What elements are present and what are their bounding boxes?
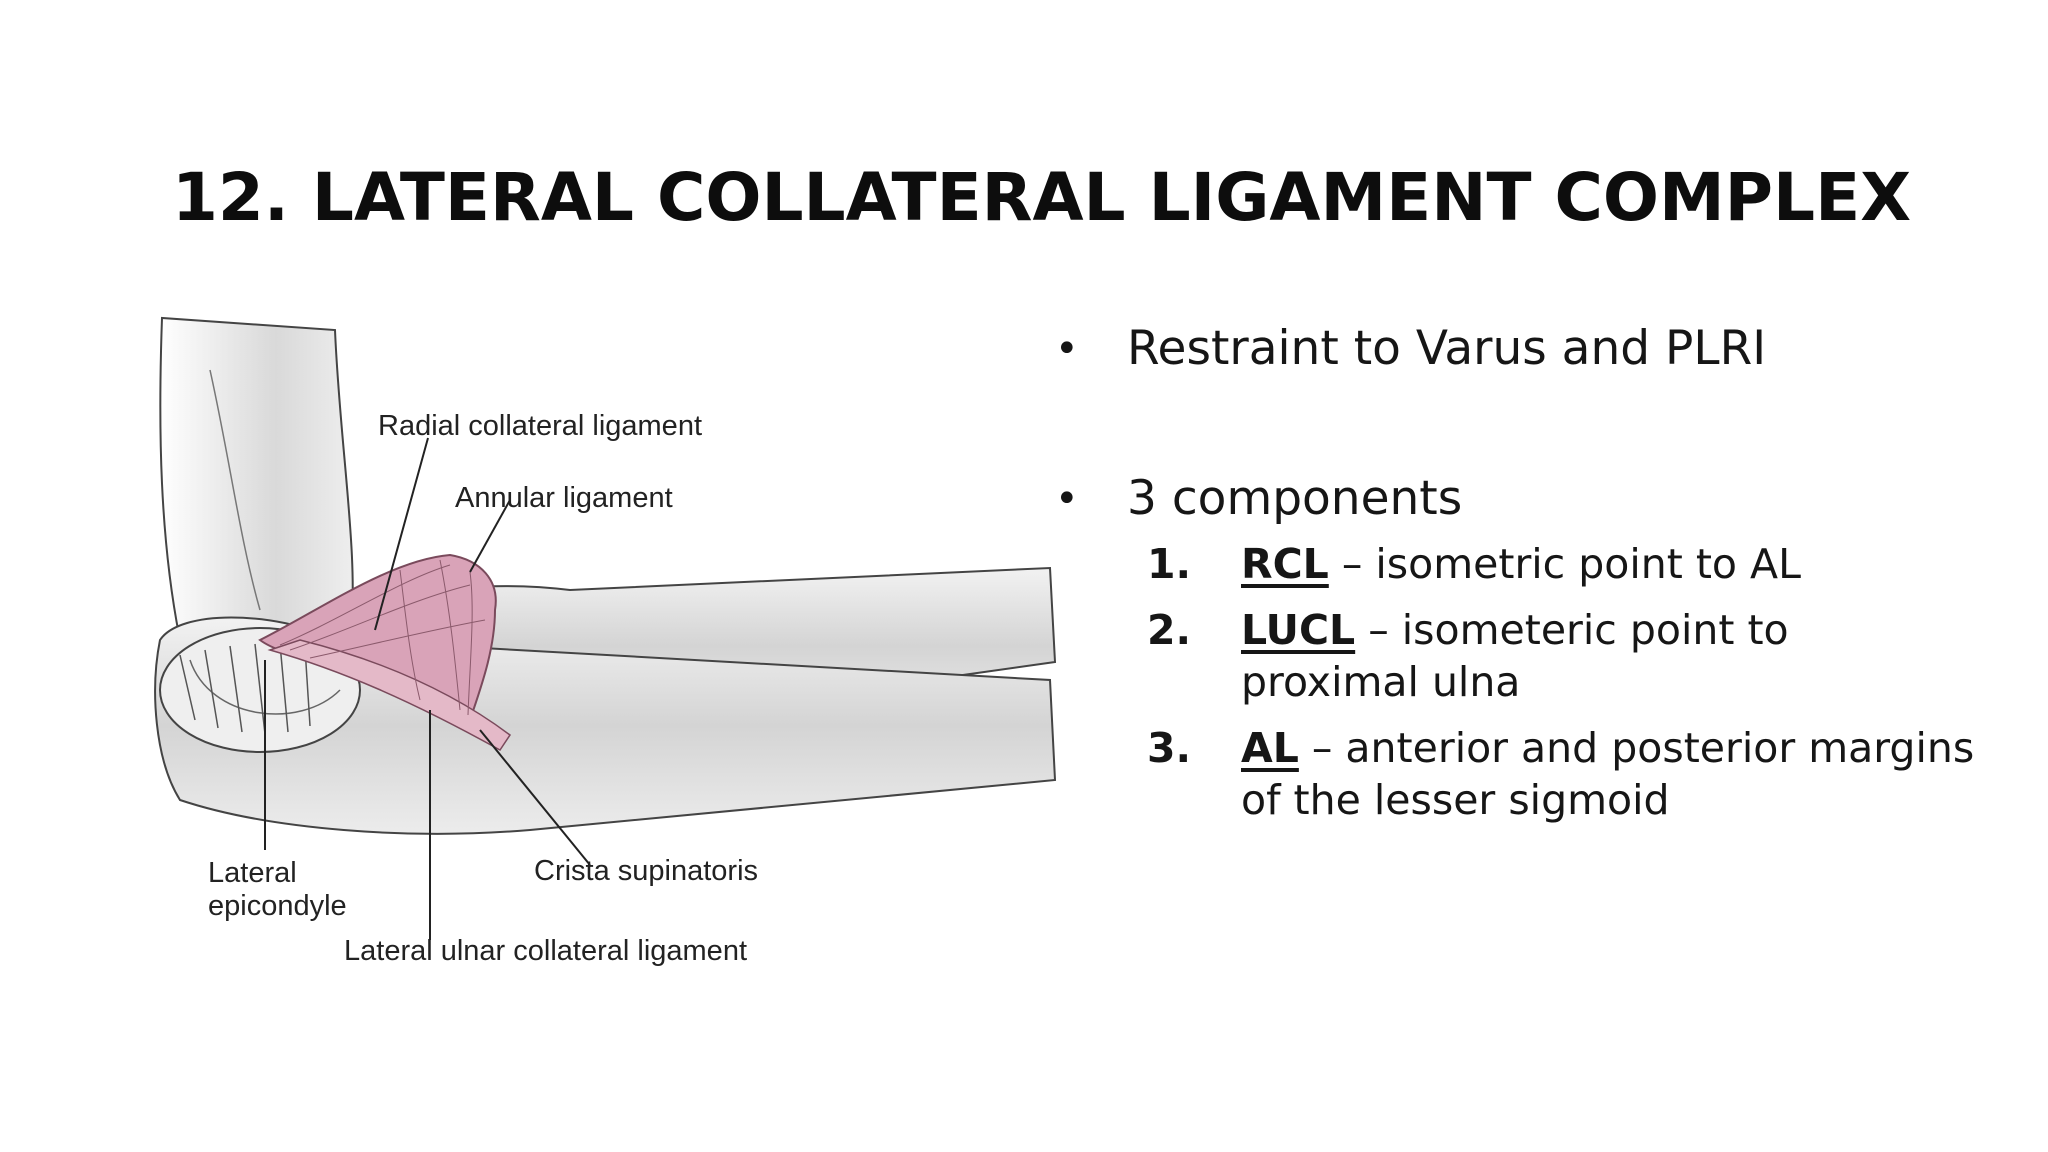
item-term: RCL xyxy=(1241,540,1329,588)
bullet-marker: • xyxy=(1055,326,1079,372)
label-lateral-ulnar-collateral-ligament: Lateral ulnar collateral ligament xyxy=(344,935,747,967)
components-list: 1. RCL – isometric point to AL 2. LUCL –… xyxy=(1147,538,1975,826)
item-number: 3. xyxy=(1147,724,1192,772)
item-term: LUCL xyxy=(1241,606,1356,654)
bullet-item: • Restraint to Varus and PLRI xyxy=(1055,318,1975,380)
component-item-lucl: 2. LUCL – isometeric point to proximal u… xyxy=(1147,604,1975,708)
label-radial-collateral-ligament: Radial collateral ligament xyxy=(378,410,702,442)
slide-title: 12. LATERAL COLLATERAL LIGAMENT COMPLEX xyxy=(172,159,1912,236)
item-description: – isometeric point to proximal ulna xyxy=(1241,606,1789,706)
label-lateral-epicondyle-line1: Lateral xyxy=(208,857,297,889)
item-description: – isometric point to AL xyxy=(1328,540,1801,588)
label-annular-ligament: Annular ligament xyxy=(455,482,673,514)
elbow-anatomy-figure: Radial collateral ligament Annular ligam… xyxy=(150,310,1070,1010)
bullet-marker: • xyxy=(1055,476,1079,522)
label-lateral-epicondyle-line2: epicondyle xyxy=(208,890,347,922)
item-number: 1. xyxy=(1147,540,1192,588)
item-number: 2. xyxy=(1147,606,1192,654)
humerus-shape xyxy=(159,316,354,641)
bullet-text: 3 components xyxy=(1127,471,1463,526)
elbow-illustration: Radial collateral ligament Annular ligam… xyxy=(154,316,1057,967)
label-crista-supinatoris: Crista supinatoris xyxy=(534,855,758,887)
component-item-al: 3. AL – anterior and posterior margins o… xyxy=(1147,722,1975,826)
item-term: AL xyxy=(1241,724,1299,772)
bullet-item: • 3 components 1. RCL – isometric point … xyxy=(1055,468,1975,826)
bullet-text: Restraint to Varus and PLRI xyxy=(1127,321,1767,376)
item-description: – anterior and posterior margins of the … xyxy=(1241,724,1975,824)
component-item-rcl: 1. RCL – isometric point to AL xyxy=(1147,538,1975,590)
bullet-list: • Restraint to Varus and PLRI • 3 compon… xyxy=(1055,318,1975,840)
